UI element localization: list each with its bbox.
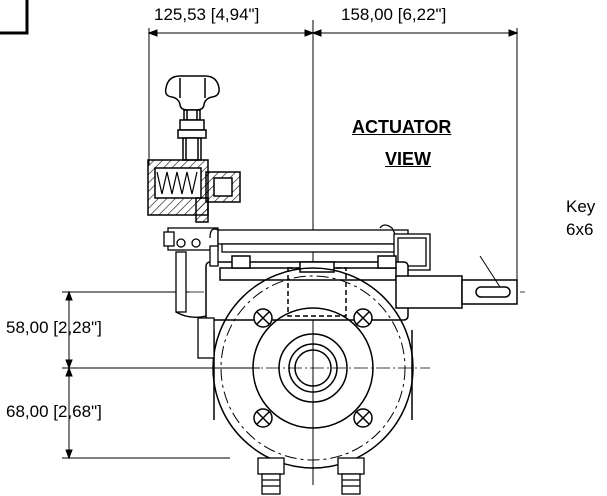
lever-mechanism [163, 224, 431, 318]
valve-flange [212, 267, 414, 469]
handwheel-knob [164, 75, 220, 121]
dimension-left-upper: 58,00 [2,28"] [6, 318, 102, 337]
dimension-left-lower: 68,00 [2,68"] [6, 402, 102, 421]
key-label-line1: Key [566, 197, 596, 216]
gearbox-body [205, 255, 409, 321]
key-label-line2: 6x6 [566, 220, 594, 239]
dimension-top-right: 158,00 [6,22"] [341, 5, 447, 24]
frame-corner [0, 0, 29, 35]
dimension-top-left: 125,53 [4,94"] [154, 5, 260, 24]
left-bracket [197, 245, 219, 359]
input-shaft [395, 255, 518, 309]
spindle [177, 119, 207, 161]
view-title-line2: VIEW [385, 149, 432, 169]
flange-bolts [253, 308, 373, 428]
spring-housing [147, 159, 241, 223]
bottom-fittings [257, 457, 365, 495]
view-title-line1: ACTUATOR [352, 117, 452, 137]
